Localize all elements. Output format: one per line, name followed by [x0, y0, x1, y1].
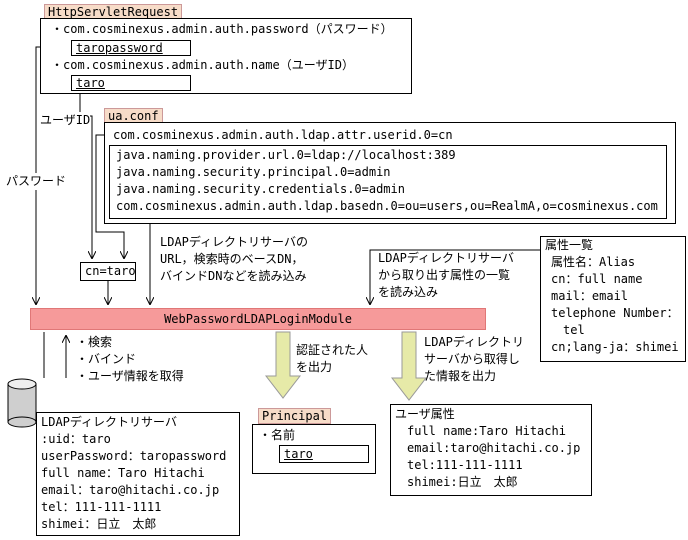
password-value-box: taropassword [71, 40, 191, 56]
note-line: た情報を出力 [424, 369, 497, 383]
note-line: を出力 [296, 360, 333, 374]
attribute-line: cn：full name [551, 272, 643, 286]
name-value: taro [76, 76, 105, 90]
password-value: taropassword [76, 41, 163, 55]
note-line: LDAPディレクトリ [424, 335, 525, 349]
note-line: ・検索 [76, 335, 113, 349]
password-label: パスワード [6, 173, 67, 190]
info-output-note: LDAPディレクトリ サーバから取得し た情報を出力 [424, 334, 524, 385]
note-line: を読み込み [378, 285, 439, 299]
attribute-line: cn;lang-ja：shimei [551, 340, 679, 354]
attribute-line: tel [563, 323, 585, 337]
ldap-server-box: LDAPディレクトリサーバ :uid：taro userPassword：tar… [36, 412, 240, 536]
note-line: ・ユーザ情報を取得 [76, 369, 184, 383]
user-attribute-line: full name:Taro Hitachi [407, 424, 566, 438]
ldap-entry-line: email：taro@hitachi.co.jp [41, 483, 220, 497]
provider-url: java.naming.provider.url.0=ldap://localh… [116, 148, 456, 162]
security-credentials: java.naming.security.credentials.0=admin [116, 182, 405, 196]
attribute-list-title: 属性一覧 [545, 238, 594, 252]
note-line: LDAPディレクトリサーバの [160, 235, 308, 249]
principal-box: ・名前 taro [252, 424, 376, 474]
ldap-server-title: LDAPディレクトリサーバ [41, 415, 177, 429]
user-attribute-line: email:taro@hitachi.co.jp [407, 441, 581, 455]
http-request-box: ・com.cosminexus.admin.auth.password（パスワー… [40, 18, 412, 94]
userid-attr-flow-line [95, 134, 124, 258]
security-principal: java.naming.security.principal.0=admin [116, 165, 391, 179]
principal-output-arrow [264, 331, 302, 399]
attribute-line: mail：email [551, 289, 629, 303]
userid-attr: com.cosminexus.admin.auth.ldap.attr.user… [113, 128, 453, 142]
note-line: 認証された人 [296, 343, 369, 357]
principal-value-box: taro [279, 445, 369, 463]
base-dn: com.cosminexus.admin.auth.ldap.basedn.0=… [116, 199, 658, 213]
user-attrs-output-arrow [390, 331, 428, 401]
note-line: LDAPディレクトリサーバ [378, 251, 514, 265]
note-line: ・バインド [76, 352, 137, 366]
password-key: ・com.cosminexus.admin.auth.password（パスワー… [51, 22, 393, 36]
user-attribute-line: tel:111-111-1111 [407, 458, 523, 472]
user-attributes-box: ユーザ属性 full name:Taro Hitachi email:taro@… [390, 404, 592, 496]
ldap-entry-line: shimei：日立 太郎 [41, 517, 157, 531]
note-line: サーバから取得し [424, 352, 520, 366]
ldap-entry-line: :uid：taro [41, 432, 111, 446]
operations-note: ・検索 ・バインド ・ユーザ情報を取得 [76, 334, 184, 385]
ua-conf-box: com.cosminexus.admin.auth.ldap.attr.user… [104, 122, 676, 224]
user-attributes-title: ユーザ属性 [395, 407, 455, 421]
attribute-list-box: 属性一覧 属性名：Alias cn：full name mail：email t… [540, 236, 686, 362]
principal-value: taro [284, 447, 313, 461]
attrs-flow-line [370, 249, 540, 304]
principal-tag: Principal [258, 408, 332, 424]
name-key: ・com.cosminexus.admin.auth.name（ユーザID） [51, 58, 354, 72]
login-module: WebPasswordLDAPLoginModule [30, 308, 486, 330]
attribute-line: telephone Number： [551, 306, 679, 320]
ldap-entry-line: full name：Taro Hitachi [41, 466, 205, 480]
user-attribute-line: shimei:日立 太郎 [407, 475, 518, 489]
note-line: バインドDNなどを読み込み [160, 269, 307, 283]
name-value-box: taro [71, 75, 191, 91]
principal-label: ・名前 [259, 428, 296, 442]
attribute-line: 属性名：Alias [551, 255, 636, 269]
read-config-note: LDAPディレクトリサーバの URL，検索時のベースDN， バインドDNなどを読… [160, 234, 308, 285]
ldap-entry-line: userPassword：taropassword [41, 449, 227, 463]
cn-box: cn=taro [80, 262, 136, 281]
ua-conf-inner-box: java.naming.provider.url.0=ldap://localh… [109, 145, 667, 219]
cn-value: cn=taro [85, 264, 136, 278]
database-icon [7, 378, 37, 428]
read-attrs-note: LDAPディレクトリサーバ から取り出す属性の一覧 を読み込み [378, 250, 514, 301]
auth-output-note: 認証された人 を出力 [296, 342, 368, 376]
ldap-entry-line: tel：111-111-1111 [41, 500, 162, 514]
note-line: URL，検索時のベースDN， [160, 252, 304, 266]
user-id-label: ユーザID [40, 112, 91, 129]
note-line: から取り出す属性の一覧 [378, 268, 511, 282]
